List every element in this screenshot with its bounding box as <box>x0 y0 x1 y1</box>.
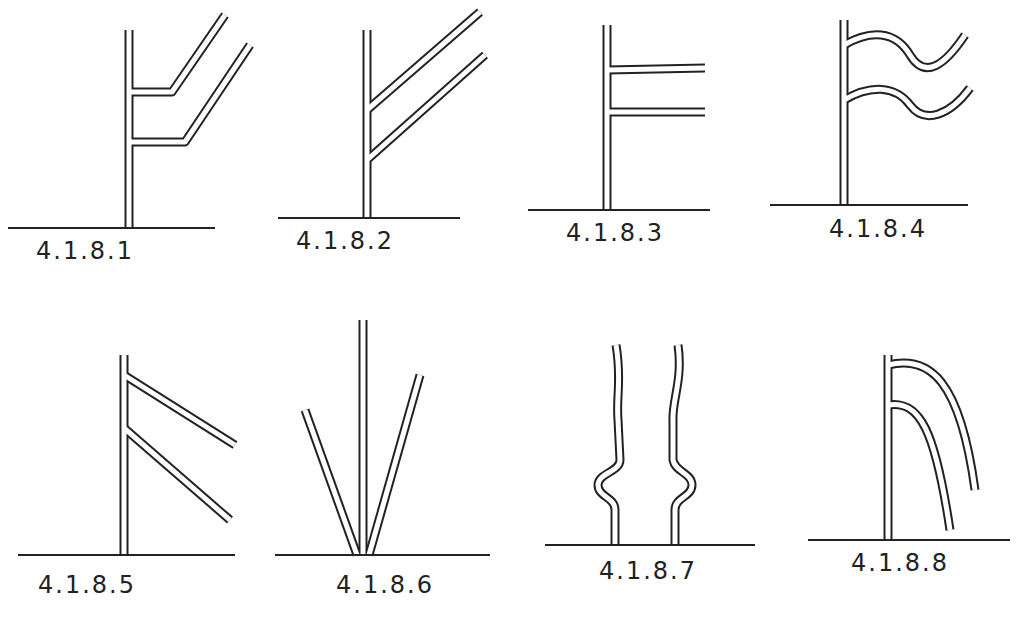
figure-number: 4.1.8.8 <box>851 550 949 576</box>
ground-line <box>8 227 215 229</box>
ground-line <box>275 554 490 556</box>
ground-line <box>528 209 710 211</box>
branch-hollow <box>124 12 975 555</box>
figure-number: 4.1.8.7 <box>599 558 697 584</box>
ground-line <box>18 554 235 556</box>
ground-lines <box>8 205 1010 555</box>
ground-line <box>545 544 755 546</box>
ground-line <box>278 217 460 219</box>
branch-outline <box>124 12 975 555</box>
figure-number: 4.1.8.2 <box>296 228 394 254</box>
figure-number: 4.1.8.6 <box>336 572 434 598</box>
figure-number: 4.1.8.4 <box>829 216 927 242</box>
figure-number: 4.1.8.5 <box>38 572 136 598</box>
figure-number: 4.1.8.3 <box>566 220 664 246</box>
figure-number: 4.1.8.1 <box>36 238 134 264</box>
ground-line <box>770 204 968 206</box>
ground-line <box>808 539 1010 541</box>
